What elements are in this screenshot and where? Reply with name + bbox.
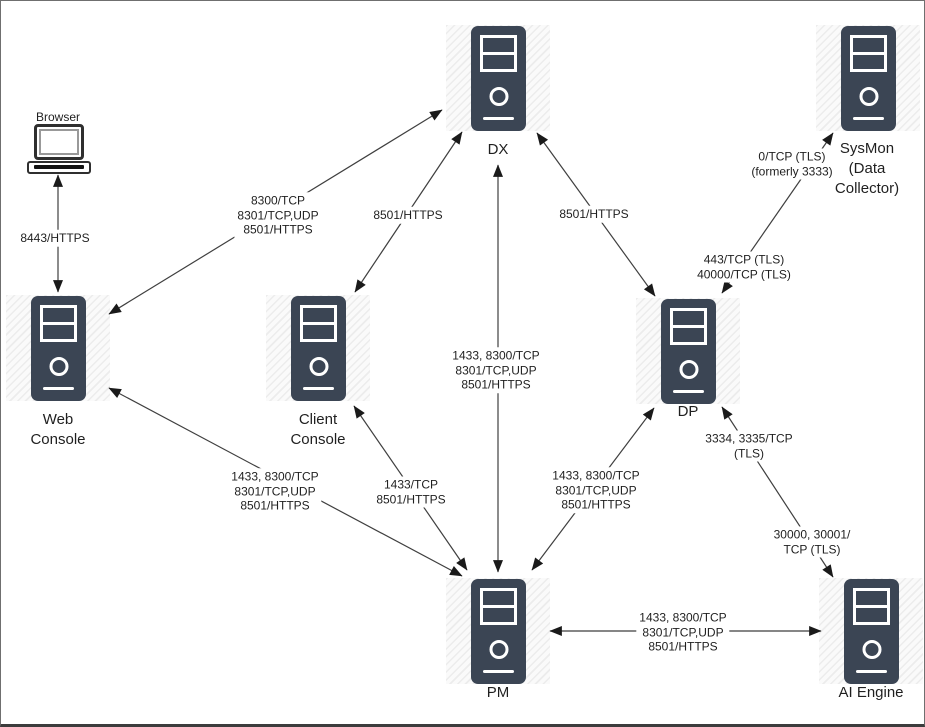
node-label-dp: DP (677, 403, 699, 420)
node-label-client-console: Client Console (290, 411, 346, 448)
server-slot-icon (856, 669, 887, 673)
edge-label-dp-pm: 1433, 8300/TCP 8301/TCP,UDP 8501/HTTPS (549, 467, 643, 513)
server-power-icon (679, 360, 698, 379)
server-slot-icon (303, 386, 334, 390)
server-icon-dx (471, 26, 526, 131)
edge-label-dx-dp: 8501/HTTPS (556, 205, 632, 223)
laptop-keyboard (34, 165, 84, 169)
laptop-base (27, 161, 91, 174)
edge-label-browser-web-console: 8443/HTTPS (17, 229, 93, 247)
server-drive-bays-icon (480, 35, 517, 72)
server-drive-bays-icon (300, 305, 337, 342)
server-power-icon (862, 640, 881, 659)
node-label-sysmon: SysMon (Data Collector) (834, 140, 900, 197)
server-power-icon (859, 87, 878, 106)
server-icon-sysmon (841, 26, 896, 131)
edge-label-dp-ai-engine-upper: 3334, 3335/TCP (TLS) (702, 430, 796, 462)
edge-label-client-console-pm: 1433/TCP 8501/HTTPS (373, 476, 449, 508)
server-slot-icon (43, 386, 74, 390)
server-power-icon (49, 357, 68, 376)
node-label-ai-engine: AI Engine (838, 684, 904, 701)
edge-label-pm-ai-engine: 1433, 8300/TCP 8301/TCP,UDP 8501/HTTPS (636, 609, 730, 655)
server-icon-pm (471, 579, 526, 684)
edge-label-web-console-pm: 1433, 8300/TCP 8301/TCP,UDP 8501/HTTPS (228, 468, 322, 514)
server-power-icon (489, 87, 508, 106)
server-slot-icon (853, 116, 884, 120)
node-label-dx: DX (487, 141, 509, 158)
node-label-browser: Browser (35, 110, 81, 124)
server-icon-client-console (291, 296, 346, 401)
node-label-web-console: Web Console (30, 411, 86, 448)
laptop-screen (34, 124, 84, 160)
server-slot-icon (483, 116, 514, 120)
edge-label-client-console-dx: 8501/HTTPS (370, 206, 446, 224)
server-slot-icon (483, 669, 514, 673)
edge-label-dp-sysmon-lower: 443/TCP (TLS) 40000/TCP (TLS) (694, 251, 794, 283)
server-power-icon (309, 357, 328, 376)
edge-label-dp-ai-engine-lower: 30000, 30001/ TCP (TLS) (770, 526, 854, 558)
browser-laptop-icon (27, 124, 91, 174)
edge-label-dp-sysmon-upper: 0/TCP (TLS) (formerly 3333) (748, 148, 836, 180)
server-power-icon (489, 640, 508, 659)
server-drive-bays-icon (40, 305, 77, 342)
server-drive-bays-icon (850, 35, 887, 72)
server-icon-dp (661, 299, 716, 404)
server-icon-ai-engine (844, 579, 899, 684)
node-label-pm: PM (486, 684, 510, 701)
edge-label-dx-pm: 1433, 8300/TCP 8301/TCP,UDP 8501/HTTPS (449, 347, 543, 393)
server-drive-bays-icon (670, 308, 707, 345)
edge-label-web-console-dx: 8300/TCP 8301/TCP,UDP 8501/HTTPS (234, 192, 322, 238)
server-drive-bays-icon (480, 588, 517, 625)
server-icon-web-console (31, 296, 86, 401)
server-slot-icon (673, 389, 704, 393)
server-drive-bays-icon (853, 588, 890, 625)
